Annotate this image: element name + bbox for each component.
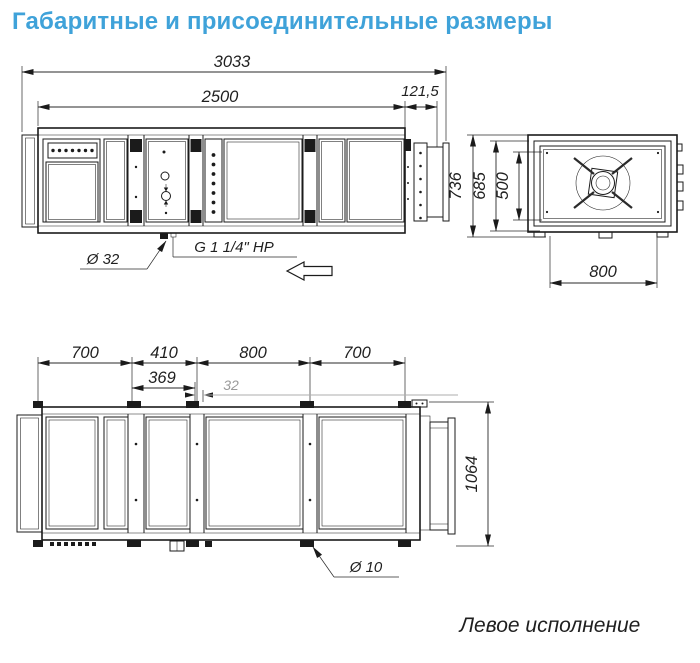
dim-duct-offset: 121,5 [401,83,439,147]
hinge-column [189,414,205,533]
mounting-brackets-top [33,401,411,408]
outlet-duct [411,399,456,535]
dim-label-overall-height: 736 [447,171,465,199]
fan-assembly [573,155,633,211]
panel [318,138,346,223]
hinge-column [127,135,145,226]
airflow-direction-arrow [285,261,333,281]
panel [205,416,304,530]
drain-connection [161,191,171,201]
panel [318,416,407,530]
callout-drain: Ø 32 [80,240,167,270]
dim-label-casing-length: 2500 [201,88,240,106]
unit-front-body [21,127,450,239]
dim-overall-depth: 1064 [429,401,494,547]
dim-casing-length: 2500 [37,88,406,151]
hinge-column [302,414,318,533]
dim-overall-height: 736 [447,134,546,238]
dim-label-casing-height: 685 [471,171,489,199]
side-view-drawing: 736 685 500 [447,134,684,288]
dim-label-overall-length: 3033 [214,53,252,71]
panel-fan-section [42,138,101,223]
dim-label-section-4: 700 [343,344,371,362]
hinge-column [302,135,318,226]
callout-mounting-hole: Ø 10 [312,546,399,578]
mounting-brackets-bottom [33,540,411,547]
bottom-fittings [50,540,212,552]
outlet-duct [405,139,450,222]
page-title: Габаритные и присоединительные размеры [12,8,553,35]
left-duct-flange [21,134,39,228]
dim-casing-height: 685 [471,140,540,232]
callout-pipe-thread: G 1 1/4" HP [172,237,297,258]
drain-diameter-label: Ø 32 [86,251,120,268]
dim-overall-length: 3033 [21,53,447,141]
louver-grille [47,142,98,159]
dim-label-section-2: 410 [150,344,178,362]
panel [223,138,303,223]
pipe-thread-label: G 1 1/4" HP [194,239,274,256]
dim-label-section-1: 700 [71,344,99,362]
drain-fitting [160,233,168,239]
foot [533,231,546,238]
panel [103,416,129,530]
dim-section-chain: 700 410 800 700 [37,344,406,402]
view-caption: Левое исполнение [459,614,641,637]
side-brackets [676,143,684,211]
panel [145,416,191,530]
dim-casing-width: 800 [549,236,658,288]
dim-label-overall-depth: 1064 [463,456,481,493]
unit-end-body [527,134,684,239]
hinge-column [127,414,145,533]
front-view-drawing: 3033 2500 121,5 [21,53,450,281]
dim-label-gap: 32 [223,377,239,393]
panel [45,416,99,530]
dim-label-service-zone: 369 [148,369,176,387]
panel-heater-section [145,138,189,223]
dim-label-section-3: 800 [239,344,267,362]
dim-label-opening-height: 500 [494,171,512,199]
dim-label-casing-width: 800 [589,263,617,281]
dim-gap: 32 [185,377,458,402]
panel [346,138,405,223]
dim-opening-height: 500 [494,151,542,221]
mounting-hole-label: Ø 10 [349,559,383,576]
top-view-drawing: 700 410 800 700 369 32 [16,344,494,578]
dim-service-zone: 369 [131,369,196,402]
dim-label-duct-offset: 121,5 [401,83,439,100]
hinge-column [188,135,204,226]
panel [103,138,128,223]
foot [656,231,669,238]
drain-outlet [598,231,613,239]
unit-top-body [16,399,456,552]
panel-grille-strip [204,138,223,223]
